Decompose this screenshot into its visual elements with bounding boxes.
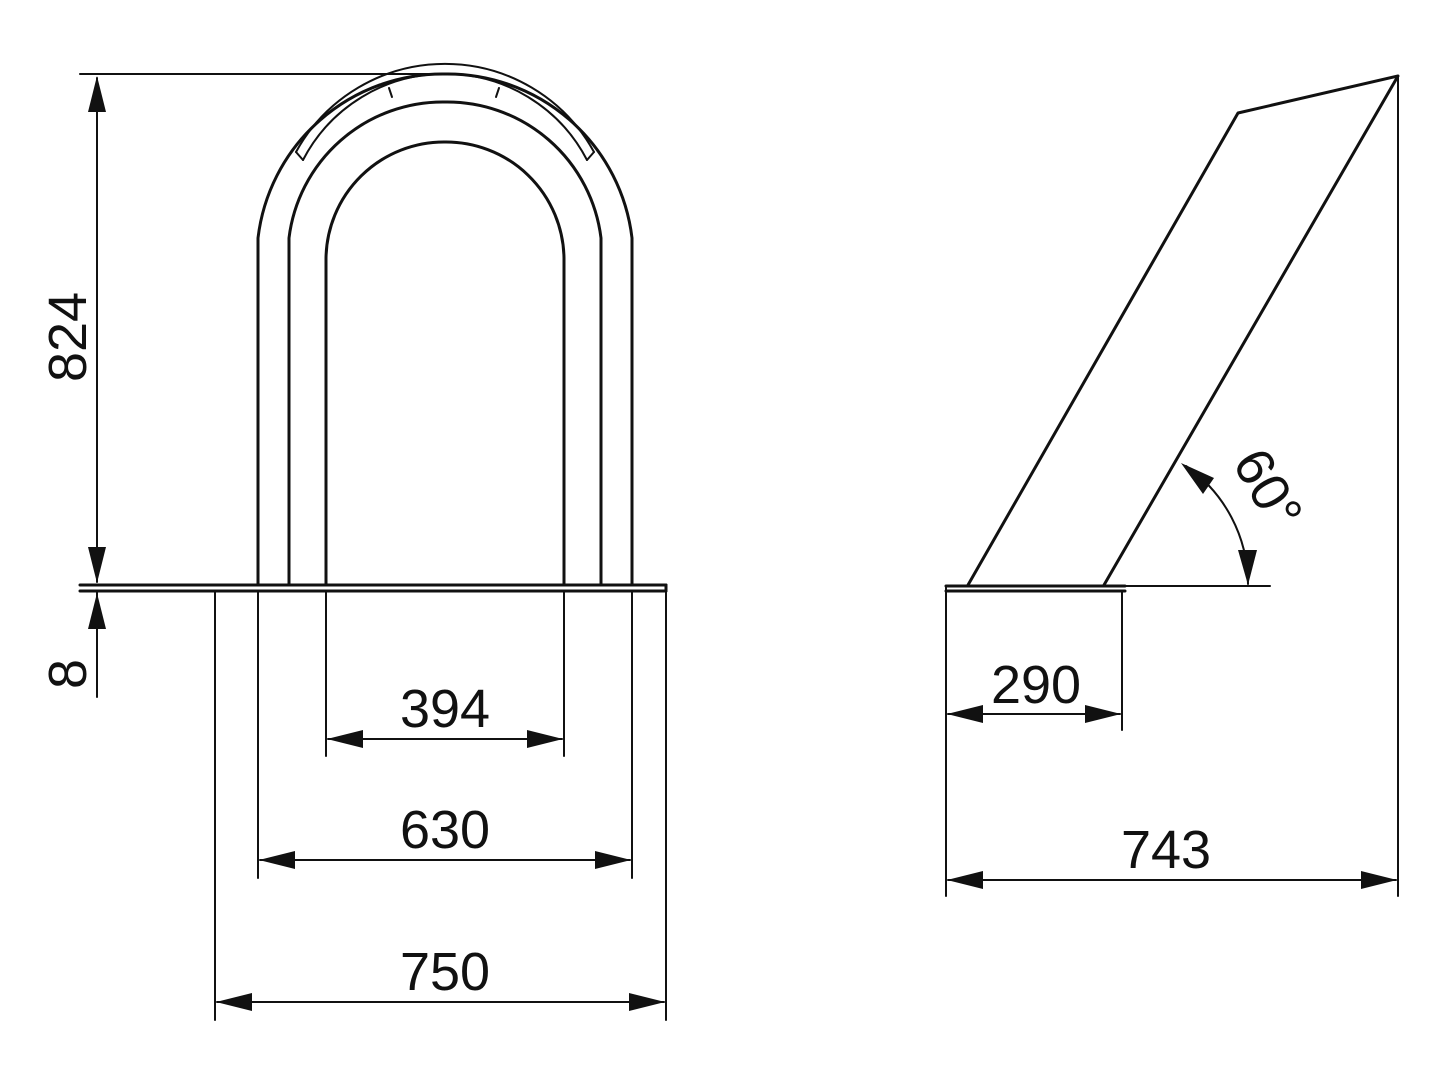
front-view: 824 8 394 630 750 — [38, 62, 668, 1021]
base-width-label: 750 — [400, 942, 490, 1002]
reflector-band-inner — [302, 72, 588, 161]
height-arrow-top — [88, 76, 106, 112]
thickness-label: 8 — [38, 659, 98, 689]
base-width-arrow-left — [216, 993, 252, 1011]
side-profile-contour — [966, 74, 1400, 587]
base-depth-arrow-left — [947, 705, 983, 723]
reflector-band-end-right — [586, 151, 595, 161]
reflector-band-mark-right — [495, 87, 500, 98]
hoop-outer-contour — [256, 72, 634, 587]
tube-width-arrow-right — [595, 851, 631, 869]
inner-width-arrow-right — [527, 730, 563, 748]
hoop-outer-inner-line — [287, 100, 603, 587]
base-depth-arrow-right — [1085, 705, 1121, 723]
total-depth-label: 743 — [1121, 820, 1211, 880]
total-depth-arrow-right — [1361, 871, 1397, 889]
height-arrow-bottom — [88, 547, 106, 583]
base-width-arrow-right — [629, 993, 665, 1011]
side-view: 60° 290 743 — [944, 74, 1400, 897]
total-depth-arrow-left — [947, 871, 983, 889]
tube-width-arrow-left — [259, 851, 295, 869]
inner-width-label: 394 — [400, 679, 490, 739]
reflector-band-end-left — [295, 151, 304, 161]
height-label: 824 — [38, 292, 98, 382]
reflector-band-outer — [295, 62, 595, 153]
hoop-inner-contour — [324, 140, 566, 587]
angle-arrow-top — [1181, 463, 1214, 494]
angle-arrow-bottom — [1238, 550, 1257, 585]
tube-width-label: 630 — [400, 800, 490, 860]
inner-width-arrow-left — [327, 730, 363, 748]
base-depth-label: 290 — [991, 655, 1081, 715]
thickness-arrow — [88, 593, 106, 629]
reflector-band-mark-left — [388, 87, 393, 98]
